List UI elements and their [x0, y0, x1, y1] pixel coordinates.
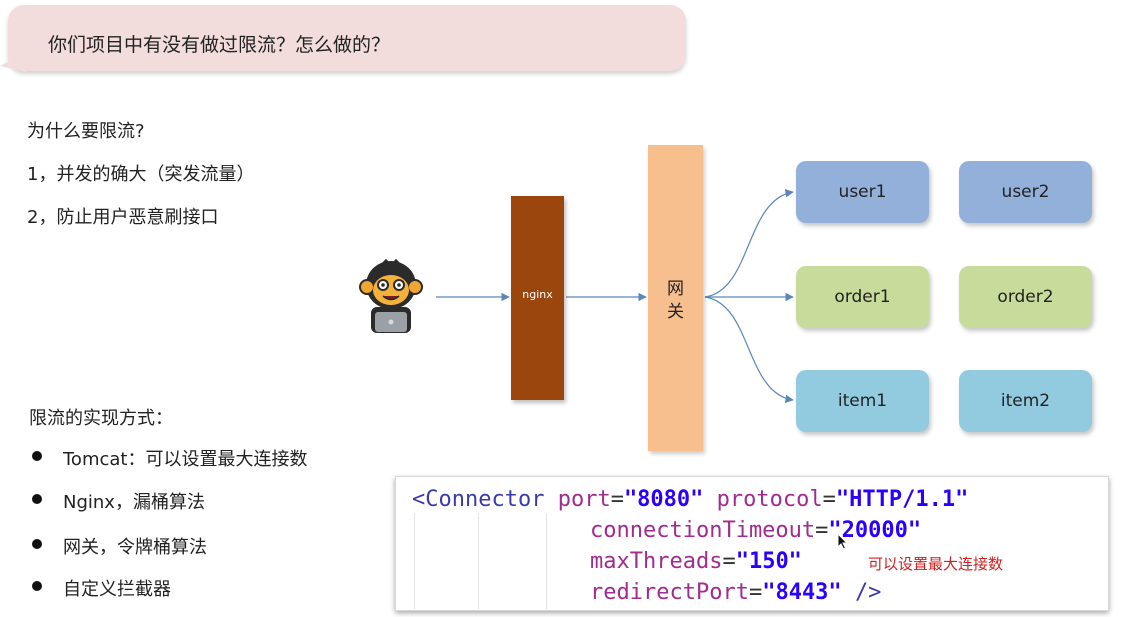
service-user2: user2	[959, 161, 1092, 223]
service-user1: user1	[796, 161, 929, 223]
arrow-gateway-to-user1	[704, 189, 794, 298]
bullet-icon	[32, 539, 42, 549]
bullet-icon	[32, 451, 42, 461]
bullet-icon	[32, 494, 42, 504]
indent-guide	[546, 513, 547, 609]
indent-guide	[478, 513, 479, 609]
nginx-label: nginx	[522, 288, 553, 301]
code-val-timeout: "20000"	[828, 518, 922, 543]
code-line-3: maxThreads="150"	[590, 549, 802, 574]
code-attr-timeout: connectionTimeout	[590, 518, 816, 543]
reason-1: 1，并发的确大（突发流量）	[27, 164, 255, 185]
method-tomcat: Tomcat：可以设置最大连接数	[63, 449, 308, 470]
code-attr-port: port	[557, 487, 611, 512]
code-close: />	[854, 580, 882, 605]
code-val-port: "8080"	[623, 487, 704, 512]
code-line-1: <Connector port="8080" protocol="HTTP/1.…	[412, 487, 969, 512]
code-line-2: connectionTimeout="20000"	[590, 518, 922, 543]
method-interceptor: 自定义拦截器	[63, 579, 171, 600]
method-nginx: Nginx，漏桶算法	[63, 492, 205, 513]
mouse-cursor-icon	[837, 533, 849, 550]
user-avatar-icon	[359, 259, 423, 333]
gateway-label: 网 关	[667, 279, 684, 322]
code-attr-redirect: redirectPort	[590, 580, 749, 605]
service-order1: order1	[796, 266, 929, 328]
code-line-4: redirectPort="8443" />	[590, 580, 882, 605]
question-bubble: 你们项目中有没有做过限流？怎么做的？	[8, 5, 686, 71]
code-val-protocol: "HTTP/1.1"	[835, 487, 969, 512]
code-val-threads: "150"	[735, 549, 802, 574]
gateway-box: 网 关	[648, 145, 703, 451]
service-item2: item2	[959, 370, 1092, 432]
question-text: 你们项目中有没有做过限流？怎么做的？	[48, 34, 391, 56]
max-threads-note: 可以设置最大连接数	[868, 555, 1004, 573]
code-tag: <Connector	[412, 487, 545, 512]
reason-2: 2，防止用户恶意刷接口	[27, 207, 219, 228]
methods-title: 限流的实现方式：	[29, 408, 173, 429]
bubble-tail	[0, 52, 26, 72]
code-val-redirect: "8443"	[762, 580, 842, 605]
code-attr-protocol: protocol	[716, 487, 823, 512]
indent-guide	[414, 513, 415, 609]
why-title: 为什么要限流?	[27, 121, 145, 142]
nginx-box: nginx	[511, 196, 564, 400]
bullet-icon	[32, 581, 42, 591]
code-attr-threads: maxThreads	[590, 549, 723, 574]
method-gateway: 网关，令牌桶算法	[63, 537, 207, 558]
tomcat-config-code: <Connector port="8080" protocol="HTTP/1.…	[395, 476, 1109, 611]
service-order2: order2	[959, 266, 1092, 328]
arrow-gateway-to-item1	[704, 296, 794, 404]
service-item1: item1	[796, 370, 929, 432]
